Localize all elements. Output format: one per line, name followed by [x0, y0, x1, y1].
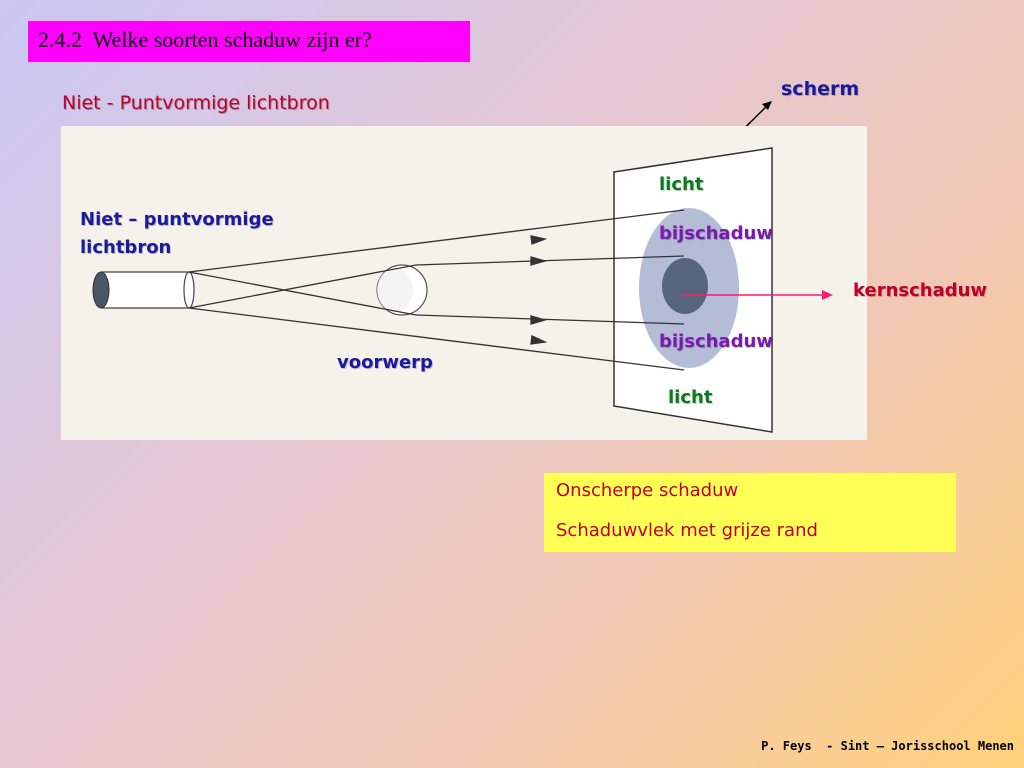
- diagram-drawing: [92, 147, 833, 433]
- light-source-cylinder: [92, 271, 195, 309]
- umbra-shadow: [662, 258, 708, 314]
- screen-label: scherm: [781, 78, 860, 100]
- light-source-label-line2: lichtbron: [80, 237, 172, 258]
- penumbra-bottom-label: bijschaduw: [659, 331, 773, 352]
- light-top-label: licht: [659, 174, 704, 195]
- summary-line-2: Schaduwvlek met grijze rand: [556, 520, 818, 541]
- object-sphere: [376, 264, 428, 316]
- light-rays: [188, 209, 685, 371]
- footer-credit: P. Feys - Sint – Jorisschool Menen: [761, 739, 1014, 753]
- light-source-label: Niet – puntvormige lichtbron: [80, 206, 274, 262]
- summary-box: Onscherpe schaduw Schaduwvlek met grijze…: [544, 473, 956, 552]
- umbra-label: kernschaduw: [853, 280, 988, 301]
- penumbra-top-label: bijschaduw: [659, 223, 773, 244]
- slide-subtitle: Niet - Puntvormige lichtbron: [62, 92, 330, 114]
- slide-title: 2.4.2 Welke soorten schaduw zijn er?: [28, 21, 470, 62]
- summary-line-1: Onscherpe schaduw: [556, 480, 739, 501]
- light-source-label-line1: Niet – puntvormige: [80, 209, 274, 230]
- object-label: voorwerp: [337, 352, 433, 373]
- light-bottom-label: licht: [668, 387, 713, 408]
- shadow-diagram: [61, 126, 867, 440]
